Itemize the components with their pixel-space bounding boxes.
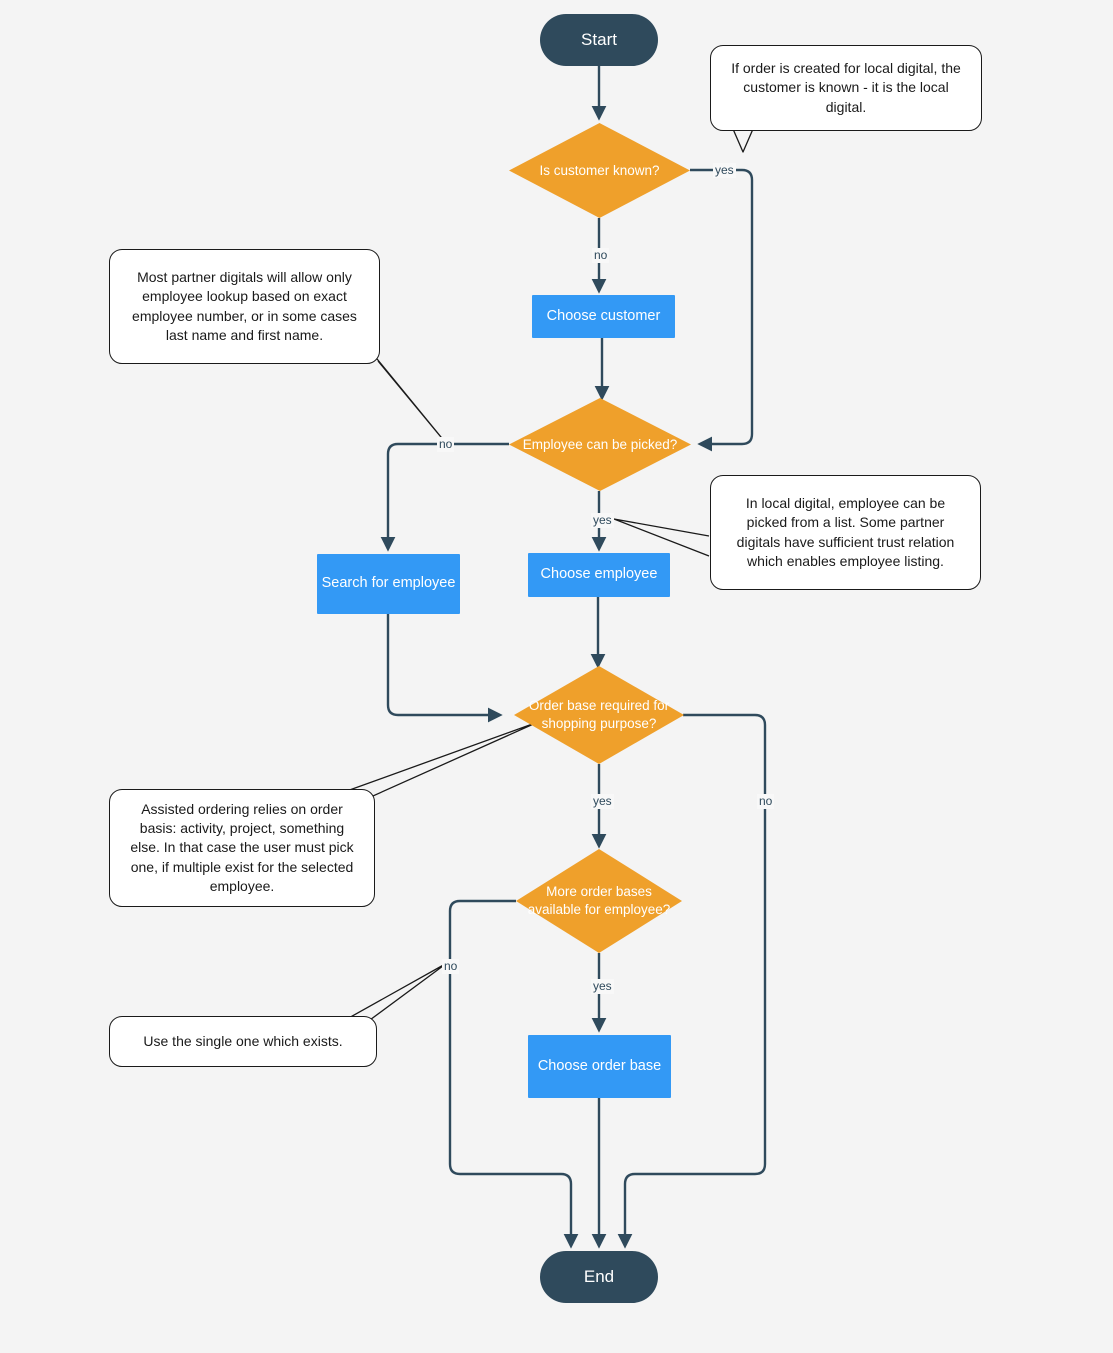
leader-assisted-ordering [343, 721, 539, 805]
callout-single-one-text: Use the single one which exists. [143, 1032, 343, 1049]
node-choose-customer-label: Choose customer [546, 307, 661, 324]
edge-label-employee-picked-yes: yes [591, 513, 614, 528]
edge-employee-picked-no [380, 442, 509, 552]
node-order-base-required-label: Order base required for shopping purpose… [528, 698, 670, 731]
node-end-label: End [583, 1266, 615, 1286]
node-start-label: Start [581, 29, 617, 49]
callout-local-digital-text: If order is created for local digital, t… [731, 60, 961, 115]
node-search-for-employee[interactable]: Search for employee [317, 554, 460, 614]
edge-customer-known-yes [690, 168, 754, 452]
callout-partner-lookup: Most partner digitals will allow only em… [109, 249, 380, 364]
node-order-base-required[interactable]: Order base required for shopping purpose… [514, 666, 684, 764]
node-choose-order-base[interactable]: Choose order base [528, 1035, 671, 1098]
node-more-order-bases-label: More order bases available for employee? [527, 884, 671, 917]
callout-assisted-ordering: Assisted ordering relies on order basis:… [109, 789, 375, 907]
node-more-order-bases[interactable]: More order bases available for employee? [516, 849, 682, 953]
node-end[interactable]: End [540, 1251, 658, 1303]
node-choose-order-base-label: Choose order base [537, 1057, 662, 1074]
edge-label-order-base-yes: yes [591, 794, 614, 809]
callout-partner-lookup-text: Most partner digitals will allow only em… [132, 268, 357, 343]
edge-label-employee-picked-no: no [437, 437, 455, 452]
edge-order-base-no [617, 713, 767, 1249]
callout-employee-list: In local digital, employee can be picked… [710, 475, 981, 590]
edge-label-more-bases-no: no [442, 959, 460, 974]
node-choose-employee[interactable]: Choose employee [528, 553, 670, 597]
callout-assisted-ordering-text: Assisted ordering relies on order basis:… [130, 800, 354, 894]
callout-employee-list-text: In local digital, employee can be picked… [736, 494, 955, 569]
node-start[interactable]: Start [540, 14, 658, 66]
node-choose-employee-label: Choose employee [540, 566, 658, 583]
node-is-customer-known[interactable]: Is customer known? [509, 123, 690, 218]
callout-local-digital: If order is created for local digital, t… [710, 45, 982, 131]
callout-single-one: Use the single one which exists. [109, 1016, 377, 1067]
edge-label-customer-known-no: no [592, 248, 610, 263]
node-employee-can-be-picked-label: Employee can be picked? [522, 436, 678, 452]
node-search-for-employee-label: Search for employee [321, 575, 456, 592]
leader-local-digital [732, 128, 754, 153]
edge-label-customer-known-yes: yes [713, 163, 736, 178]
leader-employee-list [613, 518, 710, 557]
node-employee-can-be-picked[interactable]: Employee can be picked? [509, 398, 691, 491]
edge-search-employee-to-order-base [386, 614, 503, 723]
edge-label-order-base-no: no [757, 794, 775, 809]
edge-label-more-bases-yes: yes [591, 979, 614, 994]
node-choose-customer[interactable]: Choose customer [532, 295, 675, 338]
node-is-customer-known-label: Is customer known? [539, 162, 660, 178]
